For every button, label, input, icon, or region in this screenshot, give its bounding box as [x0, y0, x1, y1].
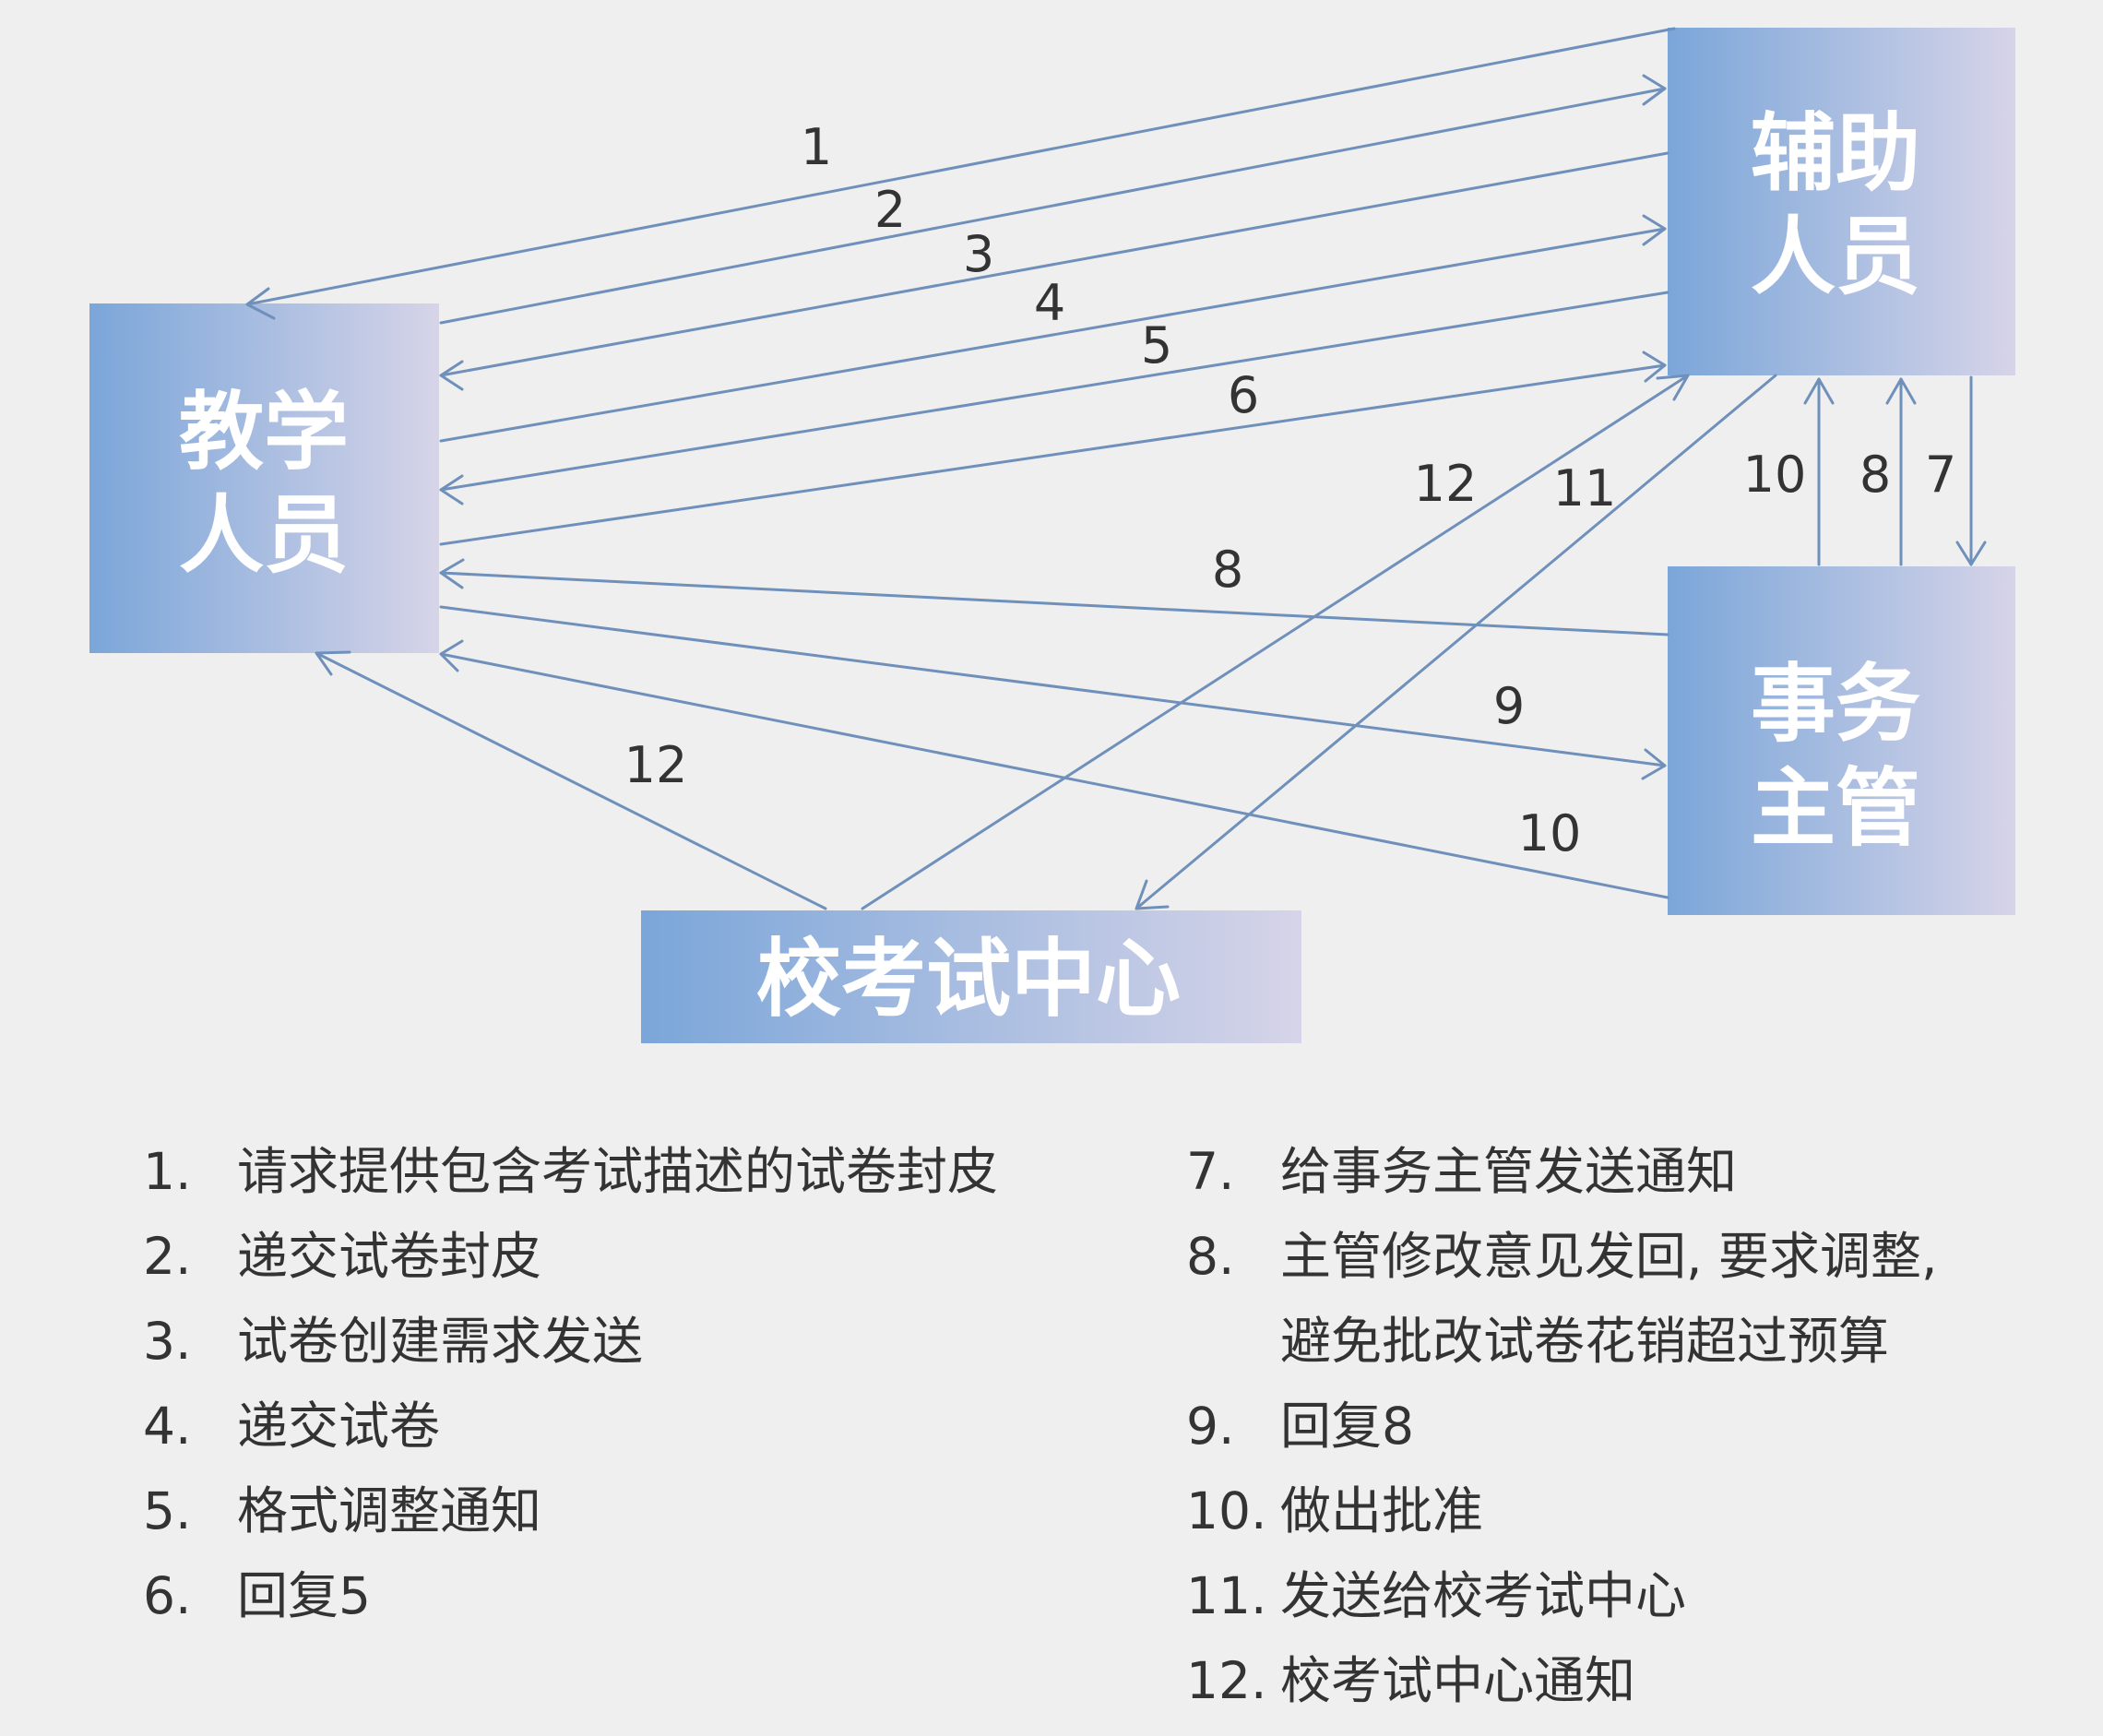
legend-item-text: 发送给校考试中心 [1280, 1566, 1687, 1625]
legend-item-number: 5. [143, 1481, 192, 1540]
node-assistant-line2: 人员 [1751, 207, 1920, 306]
node-assistant: 辅助 人员 [1668, 28, 2015, 375]
arrow-label-6: 6 [1228, 366, 1259, 424]
legend-item: 12. 校考试中心通知 [1186, 1638, 1937, 1723]
legend-item: 3. 试卷创建需求发送 [143, 1299, 998, 1384]
arrow-label-5: 5 [1141, 316, 1172, 375]
node-affairs-supervisor-line1: 事务 [1751, 654, 1920, 754]
arrow-label-4: 4 [1034, 274, 1065, 332]
arrow-12-upper [861, 374, 1690, 910]
node-teaching-staff-line2: 人员 [179, 485, 349, 585]
legend-item-text: 递交试卷封皮 [237, 1227, 542, 1286]
legend-item-text: 请求提供包含考试描述的试卷封皮 [237, 1142, 999, 1201]
arrow-label-7: 7 [1925, 446, 1956, 504]
arrow-label-2: 2 [874, 181, 906, 239]
arrow-label-1: 1 [801, 118, 832, 176]
arrow-labels: 1 2 3 4 5 6 7 8 10 12 11 8 9 12 10 [624, 118, 1957, 862]
legend-item-number: 2. [143, 1227, 192, 1286]
arrow-1 [245, 27, 1676, 320]
legend-item-number: 12. [1186, 1651, 1267, 1710]
arrow-8-up [1885, 377, 1917, 566]
legend-item: 4. 递交试卷 [143, 1384, 998, 1468]
legend-item-text: 回复5 [237, 1566, 371, 1625]
legend-item: 9. 回复8 [1186, 1384, 1937, 1468]
arrow-2 [439, 74, 1667, 325]
legend-item: 10. 做出批准 [1186, 1468, 1937, 1553]
legend-item: 7. 给事务主管发送通知 [1186, 1129, 1937, 1214]
legend-item-text: 回复8 [1280, 1397, 1414, 1456]
legend-item-number: 3. [143, 1312, 192, 1371]
legend-item-number: 11. [1186, 1566, 1267, 1625]
arrow-group [245, 27, 1987, 910]
node-teaching-staff: 教学 人员 [89, 303, 439, 653]
arrow-9 [439, 605, 1667, 780]
arrow-label-8: 8 [1212, 541, 1243, 599]
legend-item-text: 给事务主管发送通知 [1280, 1142, 1738, 1201]
legend-item-text: 试卷创建需求发送 [237, 1312, 644, 1371]
node-affairs-supervisor-line2: 主管 [1751, 758, 1920, 858]
legend-item-number: 9. [1186, 1397, 1235, 1456]
arrow-5 [439, 291, 1669, 505]
arrow-3 [439, 151, 1669, 391]
arrow-11 [1135, 374, 1777, 910]
legend-right: 7. 给事务主管发送通知 8. 主管修改意见发回, 要求调整, 避免批改试卷花销… [1186, 1129, 1937, 1723]
legend-item: 1. 请求提供包含考试描述的试卷封皮 [143, 1129, 998, 1214]
legend-item-text: 递交试卷 [237, 1397, 441, 1456]
legend-item: 8. 主管修改意见发回, 要求调整, [1186, 1214, 1937, 1299]
arrow-label-8-up: 8 [1859, 446, 1891, 504]
arrow-label-10: 10 [1518, 804, 1582, 862]
legend-item: 11. 发送给校考试中心 [1186, 1553, 1937, 1638]
legend-item-text: 做出批准 [1280, 1481, 1484, 1540]
node-exam-center: 校考试中心 [641, 910, 1301, 1043]
arrow-label-3: 3 [963, 225, 994, 283]
legend-item: 6. 回复5 [143, 1553, 998, 1638]
legend-item-number: 10. [1186, 1481, 1267, 1540]
arrow-label-10-up: 10 [1743, 446, 1807, 504]
legend-item-number: 7. [1186, 1142, 1235, 1201]
legend-item-number: 1. [143, 1142, 192, 1201]
workflow-diagram: 教学 人员 辅助 人员 事务 主管 校考试中心 [89, 27, 2015, 1043]
arrow-4 [439, 214, 1667, 443]
legend-item-number: 6. [143, 1566, 192, 1625]
arrow-label-11: 11 [1553, 459, 1617, 517]
arrow-10 [439, 639, 1669, 899]
node-exam-center-label: 校考试中心 [756, 929, 1181, 1029]
legend-item-number: 4. [143, 1397, 192, 1456]
arrow-12-lower [315, 650, 827, 910]
arrow-6 [439, 351, 1667, 546]
legend-item: 5. 格式调整通知 [143, 1468, 998, 1553]
arrow-8 [439, 558, 1669, 636]
legend-item-text: 格式调整通知 [237, 1481, 542, 1540]
arrow-label-9: 9 [1493, 677, 1525, 735]
arrow-label-12-lower: 12 [624, 736, 688, 794]
node-assistant-line1: 辅助 [1751, 103, 1920, 203]
arrow-10-up [1803, 377, 1835, 566]
legend-item: 2. 递交试卷封皮 [143, 1214, 998, 1299]
legend-item-text: 校考试中心通知 [1280, 1651, 1636, 1710]
node-teaching-staff-line1: 教学 [179, 382, 349, 482]
legend-left: 1. 请求提供包含考试描述的试卷封皮 2. 递交试卷封皮 3. 试卷创建需求发送… [143, 1129, 998, 1638]
legend-item-text: 主管修改意见发回, 要求调整, [1280, 1227, 1938, 1286]
arrow-label-12-upper: 12 [1414, 455, 1478, 513]
legend-item-continuation: 避免批改试卷花销超过预算 [1280, 1312, 1890, 1371]
node-affairs-supervisor: 事务 主管 [1668, 566, 2015, 915]
arrow-7 [1955, 375, 1987, 566]
legend-item-number: 8. [1186, 1227, 1235, 1286]
